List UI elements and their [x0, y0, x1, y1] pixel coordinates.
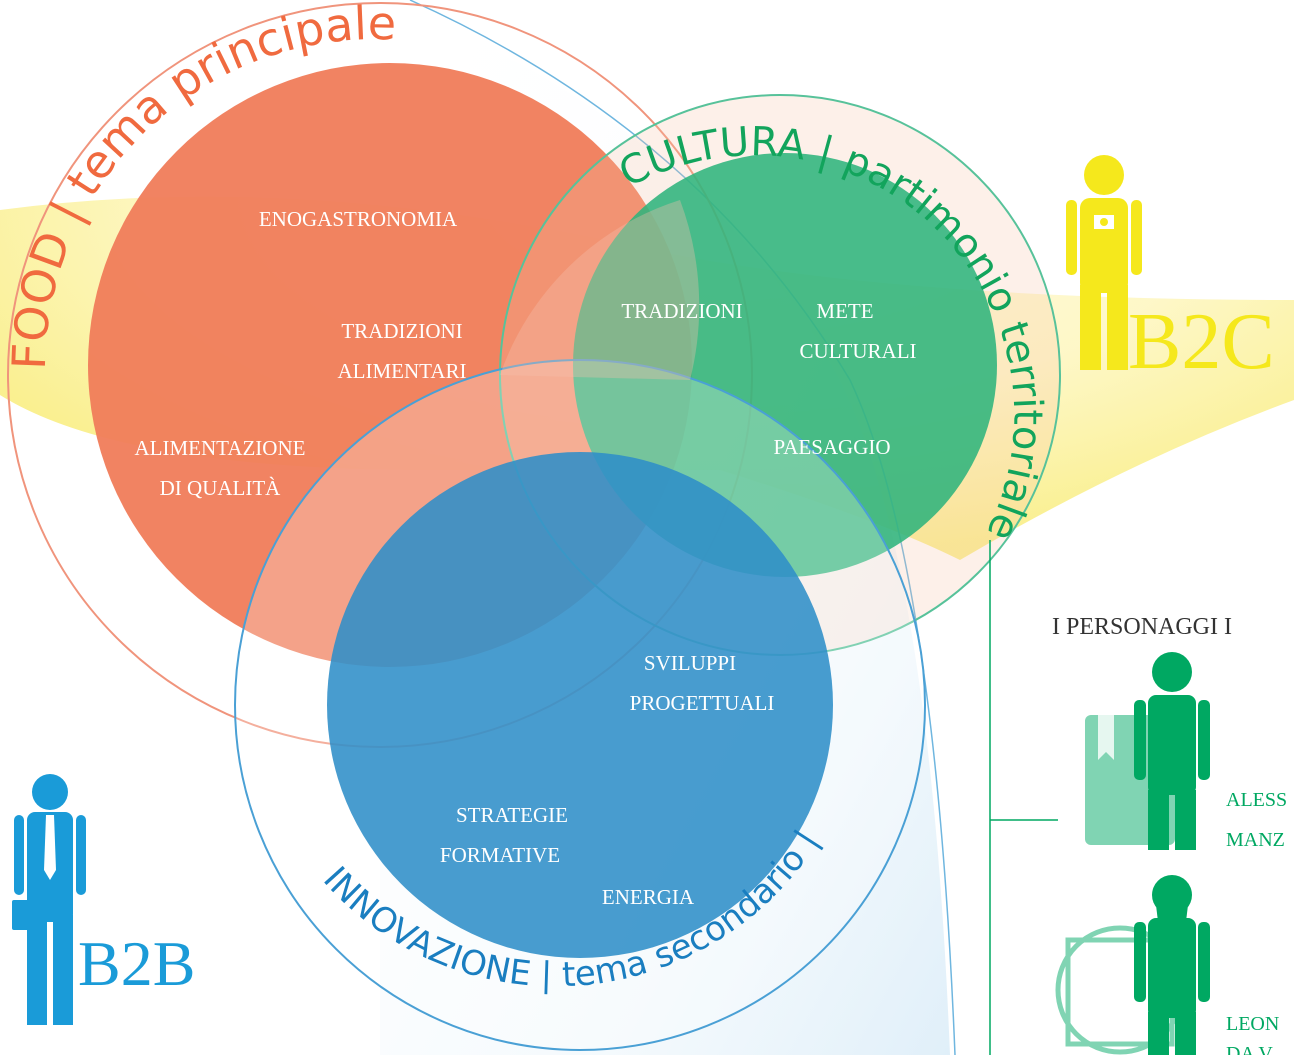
food-item: DI QUALITÀ [160, 476, 282, 500]
manzoni-figure-icon [1134, 652, 1210, 850]
cultura-item: PAESAGGIO [773, 435, 890, 459]
b2b-label: B2B [78, 928, 195, 999]
cultura-item: TRADIZIONI [621, 299, 742, 323]
innovazione-item: FORMATIVE [440, 843, 560, 867]
food-item: ALIMENTAZIONE [135, 436, 306, 460]
person-name: LEON [1226, 1013, 1279, 1035]
b2c-label: B2C [1128, 298, 1275, 386]
food-item: ALIMENTARI [338, 359, 467, 383]
cultura-circle [573, 153, 997, 577]
food-item: TRADIZIONI [341, 319, 462, 343]
innovazione-item: SVILUPPI [644, 651, 736, 675]
innovazione-item: PROGETTUALI [630, 691, 775, 715]
cultura-item: CULTURALI [799, 339, 916, 363]
innovazione-circle [327, 452, 833, 958]
food-item: ENOGASTRONOMIA [259, 207, 458, 231]
personaggi-heading: I PERSONAGGI I [1052, 614, 1232, 640]
cultura-item: METE [816, 299, 873, 323]
person-name: MANZ [1226, 829, 1285, 851]
businessman-icon [12, 774, 86, 1025]
innovazione-item: ENERGIA [602, 885, 695, 909]
leonardo-figure-icon [1134, 875, 1210, 1055]
innovazione-item: STRATEGIE [456, 803, 568, 827]
person-name: DA V [1226, 1043, 1273, 1055]
person-name: ALESS [1226, 789, 1287, 811]
tourist-icon [1066, 155, 1142, 370]
